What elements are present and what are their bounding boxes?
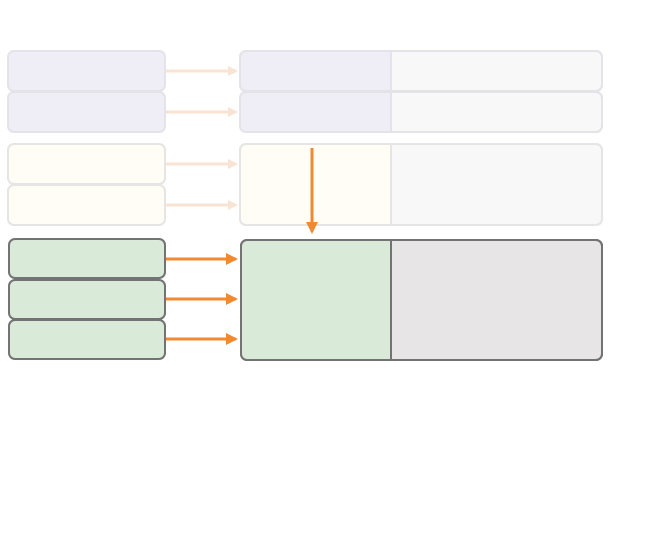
green-target-left-cell [241,240,391,360]
green-source-box-2 [8,279,166,320]
cream-target-left-cell [240,144,391,225]
green-source-box-1 [8,238,166,279]
green-group [8,238,603,361]
lavender-target-row-2 [239,91,603,133]
lavender-target-row-1 [239,50,603,92]
green-source-box-3 [8,319,166,360]
cream-source-box-1 [7,143,166,185]
lavender-group [7,50,603,133]
lavender-target-left-cell [240,92,391,132]
green-target [240,239,603,361]
lavender-source-box-1 [7,50,166,92]
cream-group [7,143,603,226]
cream-source-box-2 [7,184,166,226]
cream-target [239,143,603,226]
lavender-target-left-cell [240,51,391,91]
lavender-source-box-2 [7,91,166,133]
